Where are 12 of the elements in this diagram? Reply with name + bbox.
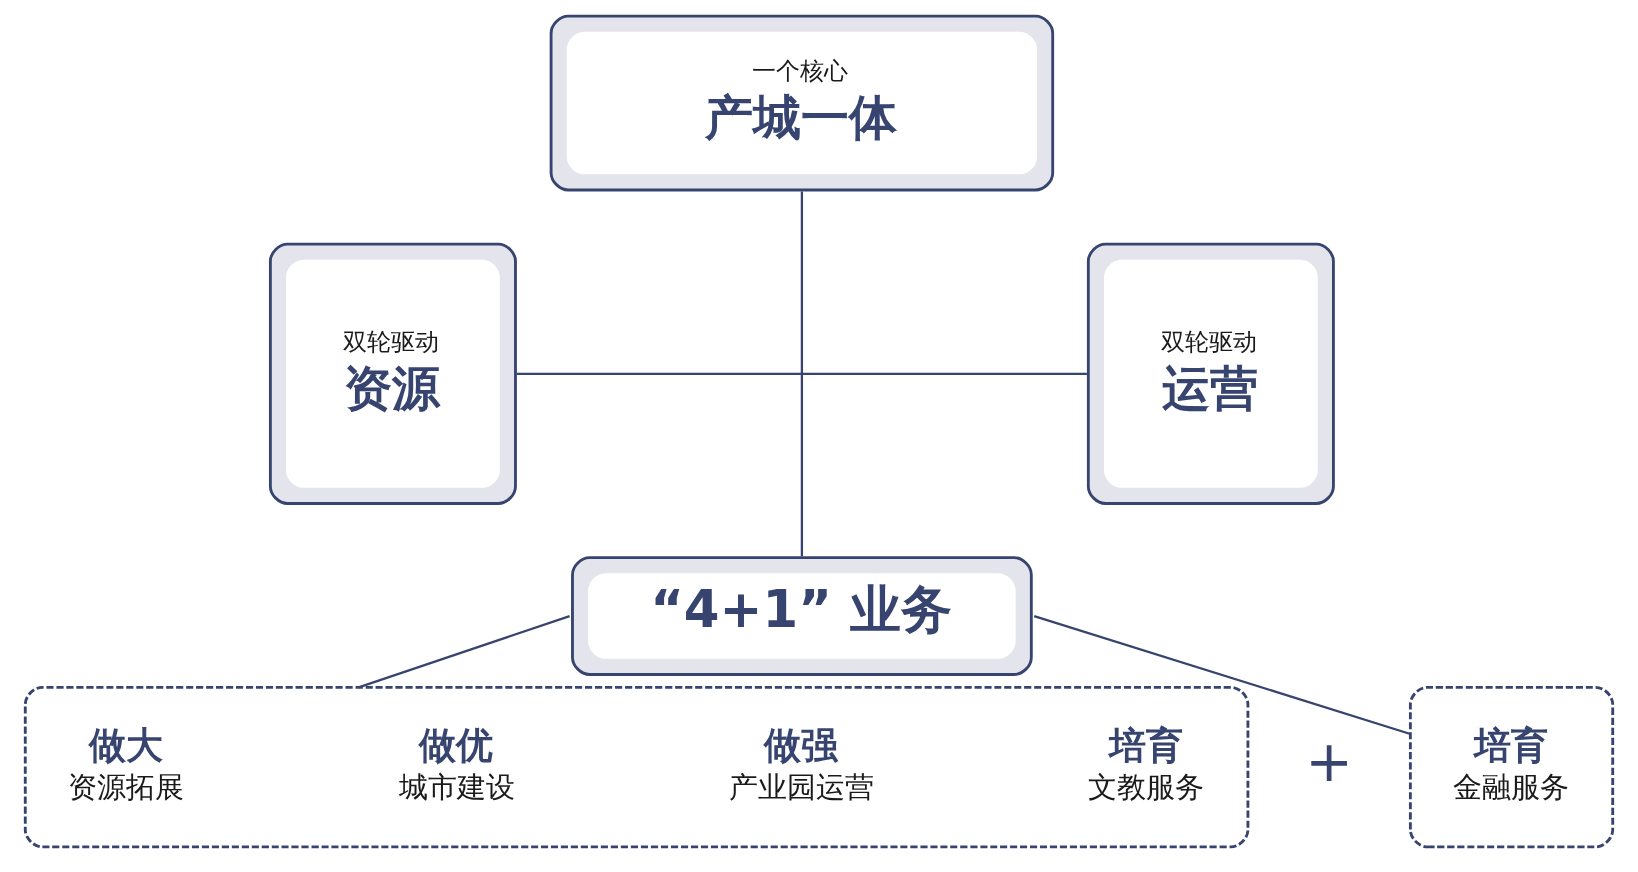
cluster [23,685,1250,848]
label: + [1305,727,1354,794]
cluster [1408,685,1615,848]
node-text: 做强 产业园运营 [729,723,875,804]
node-text: 做优 城市建设 [398,723,515,804]
connector [1033,614,1411,735]
connector [358,614,570,688]
node-text: 培育 文教服务 [1088,723,1205,804]
connector [516,372,1087,375]
node-text: 做大 资源拓展 [68,723,185,804]
node-text: 培育 金融服务 [1453,723,1570,804]
connector [800,190,804,556]
